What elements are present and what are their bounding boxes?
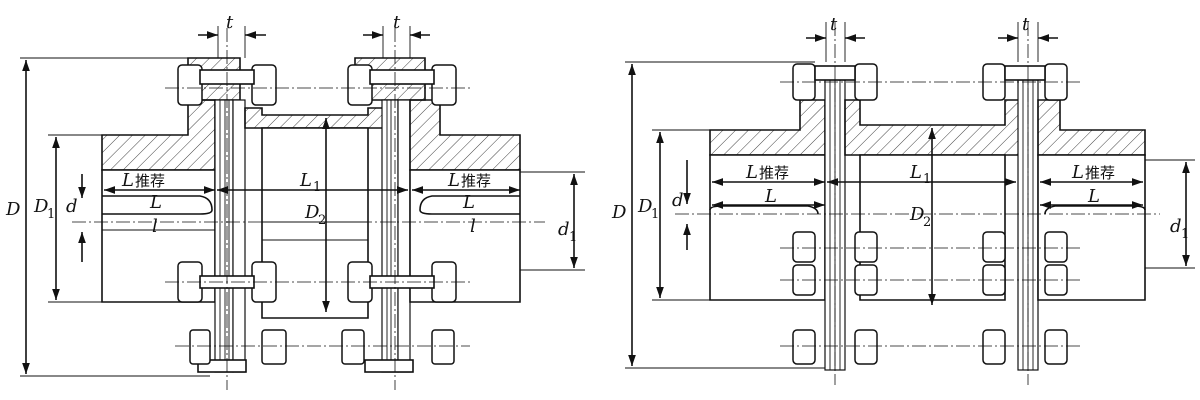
l-label-right: l — [470, 216, 476, 237]
L-rec-left-label: L — [745, 162, 758, 183]
L1-label: L — [299, 170, 312, 191]
right-hub — [409, 99, 521, 171]
t-label-right: t — [1022, 14, 1030, 35]
svg-text:1: 1 — [923, 172, 931, 187]
D1-label: D — [33, 196, 49, 217]
d-label: d — [66, 196, 78, 217]
left-hub — [101, 99, 216, 171]
svg-text:1: 1 — [651, 207, 659, 222]
L-label-right: L — [1087, 186, 1100, 207]
D-label: D — [5, 199, 21, 220]
d1-label: d — [1170, 216, 1182, 237]
svg-text:推荐: 推荐 — [1085, 164, 1115, 182]
right-fig-left-hub — [709, 99, 826, 156]
t-label-left: t — [830, 14, 838, 35]
d-label: d — [672, 190, 684, 211]
L-label-left: L — [149, 192, 162, 213]
L1-label: L — [909, 162, 922, 183]
figure-left: t t D D 1 d L 推荐 L 1 L 推荐 L l L l — [5, 12, 585, 390]
figure-right: t t D D 1 d L 推荐 L 1 L 推荐 L L — [611, 14, 1195, 385]
svg-text:推荐: 推荐 — [135, 172, 165, 190]
svg-text:1: 1 — [1181, 227, 1189, 242]
svg-text:2: 2 — [318, 213, 326, 228]
svg-text:1: 1 — [569, 230, 577, 245]
D1-label: D — [637, 196, 653, 217]
D2-label: D — [909, 204, 925, 225]
t-label-left: t — [226, 12, 234, 33]
bolt-group-right — [341, 64, 457, 365]
L-label-left: L — [764, 186, 777, 207]
D2-label: D — [304, 202, 320, 223]
svg-text:1: 1 — [313, 180, 321, 195]
d1-label: d — [558, 219, 570, 240]
l-label-left: l — [152, 216, 158, 237]
L-label-right: L — [462, 192, 475, 213]
L-rec-right-label: L — [447, 170, 460, 191]
svg-text:2: 2 — [923, 215, 931, 230]
svg-text:1: 1 — [47, 207, 55, 222]
D-label: D — [611, 202, 627, 223]
svg-text:推荐: 推荐 — [461, 172, 491, 190]
t-label-right: t — [393, 12, 401, 33]
right-fig-right-hub — [1037, 99, 1146, 156]
L-rec-left-label: L — [121, 170, 134, 191]
spacer-tube — [244, 107, 389, 129]
L-rec-right-label: L — [1071, 162, 1084, 183]
svg-text:推荐: 推荐 — [759, 164, 789, 182]
